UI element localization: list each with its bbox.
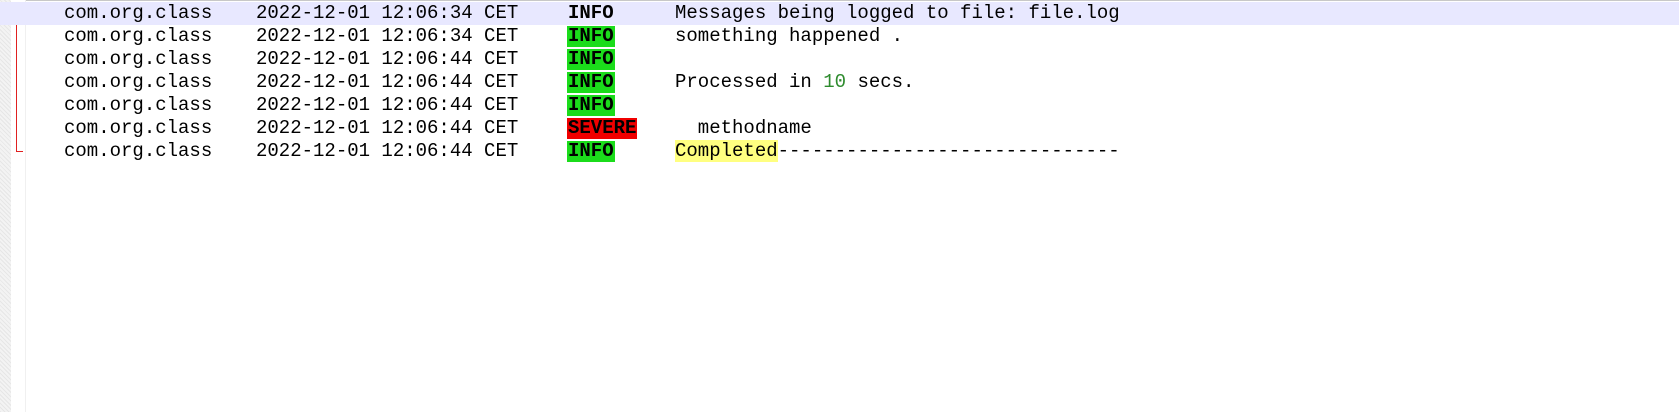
log-level: SEVERE <box>567 117 638 140</box>
log-level: INFO <box>567 25 615 48</box>
search-highlight: Completed <box>675 140 778 162</box>
log-message-text: ------------------------------ <box>777 140 1120 162</box>
fold-range-line <box>16 18 17 151</box>
log-timestamp: 2022-12-01 12:06:44 CET <box>256 94 519 116</box>
log-message: something happened . <box>675 25 904 47</box>
log-timestamp: 2022-12-01 12:06:44 CET <box>256 140 519 162</box>
log-message-text: secs. <box>846 71 915 93</box>
log-class: com.org.class <box>64 140 213 162</box>
log-timestamp: 2022-12-01 12:06:34 CET <box>256 25 519 47</box>
log-level-label: INFO <box>567 140 615 162</box>
log-level: INFO <box>567 94 615 117</box>
log-message: methodname <box>675 117 812 139</box>
log-line[interactable]: com.org.class 2022-12-01 12:06:44 CET IN… <box>0 71 1679 94</box>
log-timestamp: 2022-12-01 12:06:44 CET <box>256 48 519 70</box>
log-lines: com.org.class 2022-12-01 12:06:34 CET IN… <box>0 2 1679 163</box>
fold-margin <box>11 0 26 412</box>
log-message: Processed in 10 secs. <box>675 71 914 94</box>
log-level: INFO <box>567 48 615 71</box>
log-class: com.org.class <box>64 25 213 47</box>
log-line[interactable]: com.org.class 2022-12-01 12:06:44 CET SE… <box>0 117 1679 140</box>
log-message-number: 10 <box>823 71 847 93</box>
log-level: INFO <box>567 2 615 25</box>
log-timestamp: 2022-12-01 12:06:44 CET <box>256 71 519 93</box>
log-level-label: INFO <box>567 48 615 70</box>
log-timestamp: 2022-12-01 12:06:34 CET <box>256 2 519 24</box>
fold-end-marker <box>16 151 23 152</box>
log-class: com.org.class <box>64 117 213 139</box>
log-level-label: INFO <box>567 71 615 93</box>
log-line[interactable]: com.org.class 2022-12-01 12:06:44 CET IN… <box>0 94 1679 117</box>
log-level-label: INFO <box>567 25 615 47</box>
log-level: INFO <box>567 71 615 94</box>
top-border <box>26 0 1679 1</box>
log-class: com.org.class <box>64 2 213 24</box>
log-class: com.org.class <box>64 94 213 116</box>
log-timestamp: 2022-12-01 12:06:44 CET <box>256 117 519 139</box>
log-message: Completed------------------------------ <box>675 140 1120 163</box>
log-line[interactable]: com.org.class 2022-12-01 12:06:44 CET IN… <box>0 140 1679 163</box>
log-class: com.org.class <box>64 71 213 93</box>
line-margin <box>0 0 11 412</box>
log-message-text: Processed in <box>675 71 824 93</box>
log-level-label: INFO <box>567 94 615 116</box>
log-level: INFO <box>567 140 615 163</box>
log-line[interactable]: com.org.class 2022-12-01 12:06:34 CET IN… <box>0 2 1679 25</box>
log-message: Messages being logged to file: file.log <box>675 2 1120 24</box>
log-line[interactable]: com.org.class 2022-12-01 12:06:34 CET IN… <box>0 25 1679 48</box>
log-class: com.org.class <box>64 48 213 70</box>
log-line[interactable]: com.org.class 2022-12-01 12:06:44 CET IN… <box>0 48 1679 71</box>
log-level-label: INFO <box>568 2 614 24</box>
log-level-label: SEVERE <box>567 117 638 139</box>
